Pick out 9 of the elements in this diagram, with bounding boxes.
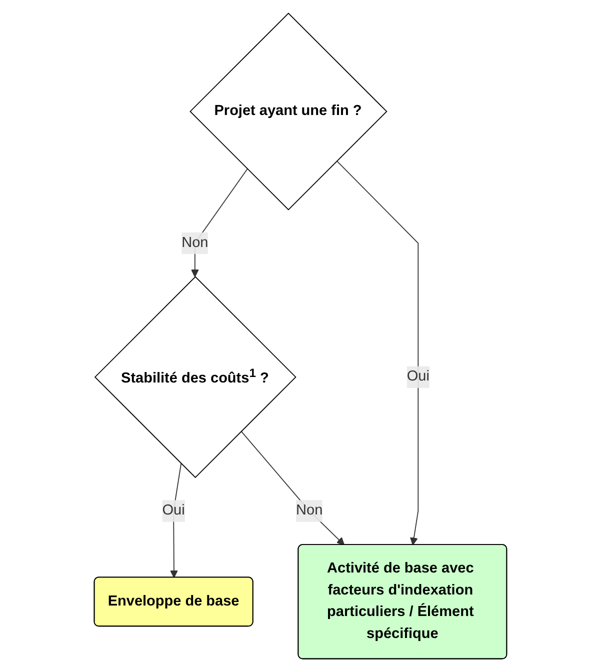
node-diamond: Stabilité des coûts$^{1}$ ? <box>94 276 296 478</box>
arrow <box>170 462 182 578</box>
node-diamond: Projet ayant une fin ? <box>189 12 387 210</box>
arrow <box>240 430 344 545</box>
arrow <box>336 160 418 545</box>
edge-label: Non <box>181 234 208 250</box>
edge-label: Oui <box>162 502 184 518</box>
edge-label: Oui <box>406 368 429 384</box>
edge-label: Non <box>296 502 322 518</box>
